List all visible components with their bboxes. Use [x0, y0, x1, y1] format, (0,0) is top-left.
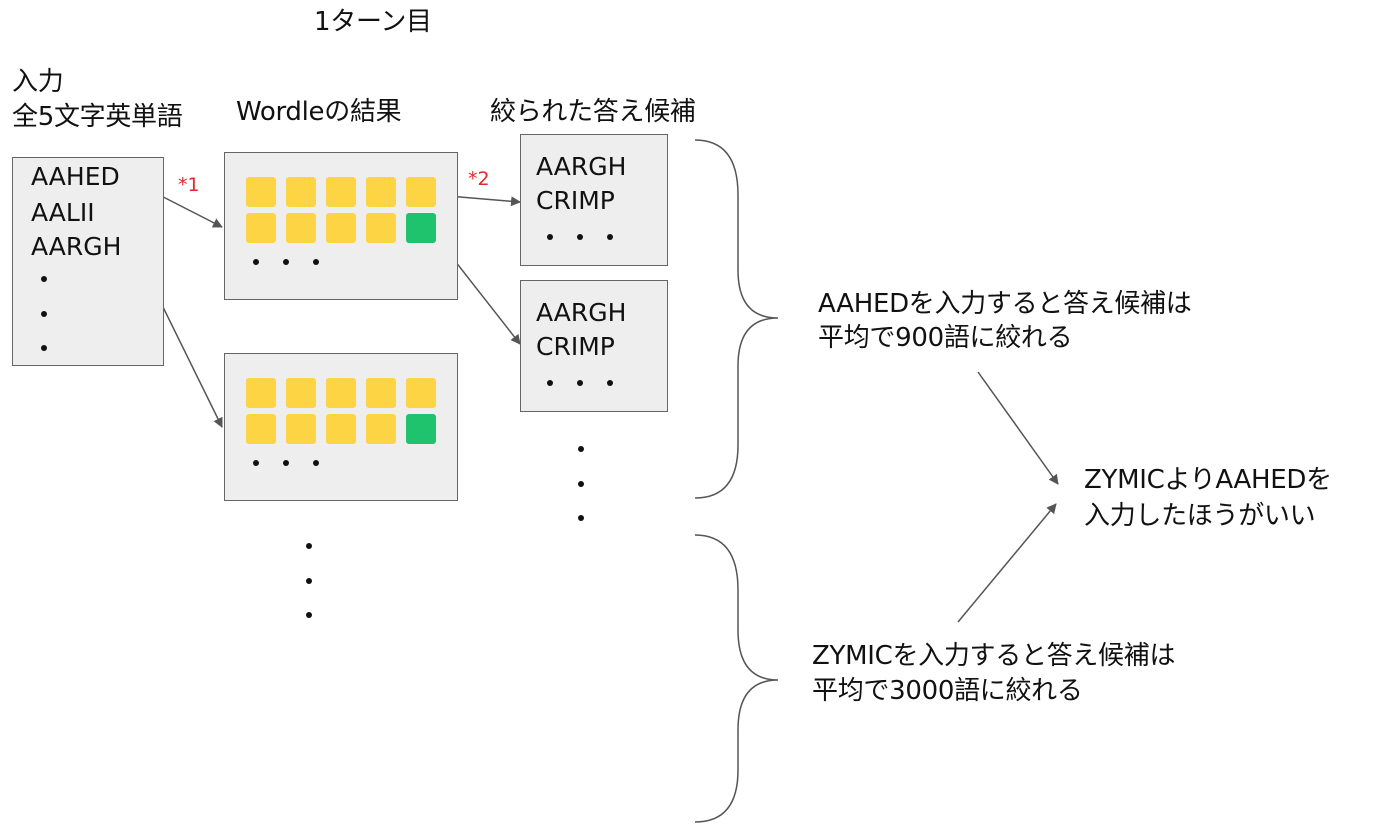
- tile-yellow: [246, 378, 276, 408]
- candidate-word: AARGH: [536, 152, 627, 181]
- candidate-heading: 絞られた答え候補: [490, 97, 696, 127]
- ellipsis-dot: [578, 515, 584, 521]
- zymic-conclusion-line2: 平均で3000語に絞れる: [812, 676, 1083, 706]
- final-conclusion-line2: 入力したほうがいい: [1084, 501, 1316, 531]
- candidate-box-2: AARGH CRIMP: [520, 280, 668, 412]
- arrow-aahed-to-final: [977, 371, 1059, 485]
- input-heading-line2: 全5文字英単語: [12, 102, 183, 132]
- ellipsis-dot: [41, 345, 47, 351]
- tile-yellow: [326, 213, 356, 243]
- candidate-word: AARGH: [536, 298, 627, 327]
- diagram-title: 1ターン目: [314, 7, 432, 37]
- ellipsis-dot: [306, 578, 312, 584]
- brace-zymic: [694, 534, 779, 823]
- wordle-result-box-1: [224, 152, 458, 300]
- ellipsis-dot: [577, 234, 583, 240]
- ellipsis-dot: [283, 460, 289, 466]
- tile-yellow: [366, 378, 396, 408]
- ellipsis-dot: [578, 481, 584, 487]
- ellipsis-dot: [607, 380, 613, 386]
- ellipsis-dot: [607, 234, 613, 240]
- tile-yellow: [326, 378, 356, 408]
- arrow-zymic-to-final: [957, 503, 1057, 623]
- tile-yellow: [366, 213, 396, 243]
- ellipsis-dot: [306, 543, 312, 549]
- candidate-box-1: AARGH CRIMP: [520, 134, 668, 266]
- footnote-marker-2: *2: [468, 168, 490, 190]
- tile-green: [406, 414, 436, 444]
- final-conclusion-line1: ZYMICよりAAHEDを: [1084, 465, 1332, 495]
- tile-yellow: [326, 177, 356, 207]
- tile-yellow: [406, 378, 436, 408]
- aahed-conclusion-line2: 平均で900語に絞れる: [818, 323, 1073, 353]
- input-word-box: AAHED AALII AARGH: [12, 157, 164, 366]
- tile-green: [406, 213, 436, 243]
- tile-yellow: [286, 177, 316, 207]
- tile-yellow: [286, 414, 316, 444]
- wordle-result-box-2: [224, 353, 458, 501]
- ellipsis-dot: [313, 460, 319, 466]
- tile-yellow: [366, 177, 396, 207]
- tile-yellow: [246, 213, 276, 243]
- tile-yellow: [366, 414, 396, 444]
- ellipsis-dot: [41, 276, 47, 282]
- result-heading: Wordleの結果: [236, 97, 402, 127]
- ellipsis-dot: [306, 612, 312, 618]
- tile-yellow: [246, 177, 276, 207]
- ellipsis-dot: [313, 259, 319, 265]
- ellipsis-dot: [253, 259, 259, 265]
- tile-yellow: [246, 414, 276, 444]
- ellipsis-dot: [283, 259, 289, 265]
- candidate-word: CRIMP: [536, 332, 615, 361]
- input-word: AARGH: [31, 232, 122, 261]
- arrow-result1-to-candidate1: [447, 195, 521, 207]
- tile-yellow: [406, 177, 436, 207]
- zymic-conclusion-line1: ZYMICを入力すると答え候補は: [812, 641, 1176, 671]
- ellipsis-dot: [41, 311, 47, 317]
- tile-yellow: [286, 378, 316, 408]
- input-heading-line1: 入力: [12, 67, 64, 97]
- tile-yellow: [326, 414, 356, 444]
- ellipsis-dot: [253, 460, 259, 466]
- tile-yellow: [286, 213, 316, 243]
- input-word: AALII: [31, 198, 95, 227]
- footnote-marker-1: *1: [178, 174, 200, 196]
- brace-aahed: [694, 139, 779, 499]
- input-word: AAHED: [31, 162, 120, 191]
- ellipsis-dot: [547, 234, 553, 240]
- ellipsis-dot: [578, 446, 584, 452]
- candidate-word: CRIMP: [536, 186, 615, 215]
- aahed-conclusion-line1: AAHEDを入力すると答え候補は: [818, 289, 1192, 319]
- ellipsis-dot: [547, 380, 553, 386]
- ellipsis-dot: [577, 380, 583, 386]
